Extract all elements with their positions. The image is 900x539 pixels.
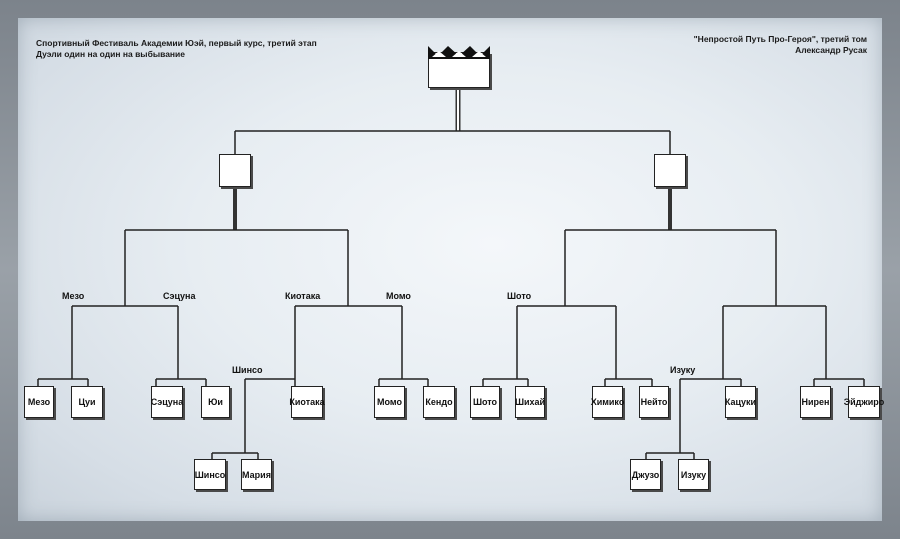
- participant-box-satsuna: Сэцуна: [151, 386, 183, 418]
- participant-box-shinso: Шинсо: [194, 459, 226, 490]
- participant-box-mariya: Мария: [241, 459, 272, 490]
- winner-label-kiotaka: Киотака: [285, 291, 321, 301]
- header-left: Спортивный Фестиваль Академии Юэй, первы…: [36, 38, 317, 60]
- semifinal-right-box: [654, 154, 686, 187]
- participant-box-mezo: Мезо: [24, 386, 54, 418]
- winner-label-momo: Момо: [386, 291, 411, 301]
- participant-box-izuku: Изуку: [678, 459, 709, 490]
- participant-box-kendo: Кендо: [423, 386, 455, 418]
- bracket-panel: [18, 18, 882, 521]
- header-right: "Непростой Путь Про-Героя", третий том А…: [694, 34, 867, 56]
- winner-label-shinso: Шинсо: [232, 365, 263, 375]
- winner-label-shoto: Шото: [507, 291, 532, 301]
- event-subtitle: Дуэли один на один на выбывание: [36, 49, 186, 59]
- participant-box-yui: Юи: [201, 386, 230, 418]
- book-title: "Непростой Путь Про-Героя", третий том: [693, 34, 867, 44]
- crown-icon: [428, 46, 490, 59]
- participant-box-katsuki: Кацуки: [725, 386, 756, 418]
- event-title: Спортивный Фестиваль Академии Юэй, первы…: [36, 38, 317, 48]
- participant-box-dzhuzo: Джузо: [630, 459, 661, 490]
- participant-box-tsui: Цуи: [71, 386, 103, 418]
- winner-label-izuku: Изуку: [670, 365, 696, 375]
- author: Александр Русак: [795, 45, 867, 55]
- participant-box-niren: Нирен: [800, 386, 831, 418]
- winner-label-satsuna: Сэцуна: [163, 291, 196, 301]
- participant-box-momo: Момо: [374, 386, 405, 418]
- participant-box-kiotaka: Киотака: [289, 386, 325, 418]
- participant-box-khimiko: Химико: [591, 386, 624, 418]
- semifinal-left-box: [219, 154, 251, 187]
- winner-label-mezo: Мезо: [62, 291, 85, 301]
- participant-box-shoto: Шото: [470, 386, 500, 418]
- participant-box-neito: Нейто: [639, 386, 669, 418]
- participant-box-shikhai: Шихай: [515, 386, 545, 418]
- participant-box-eidzhiro: Эйджиро: [844, 386, 884, 418]
